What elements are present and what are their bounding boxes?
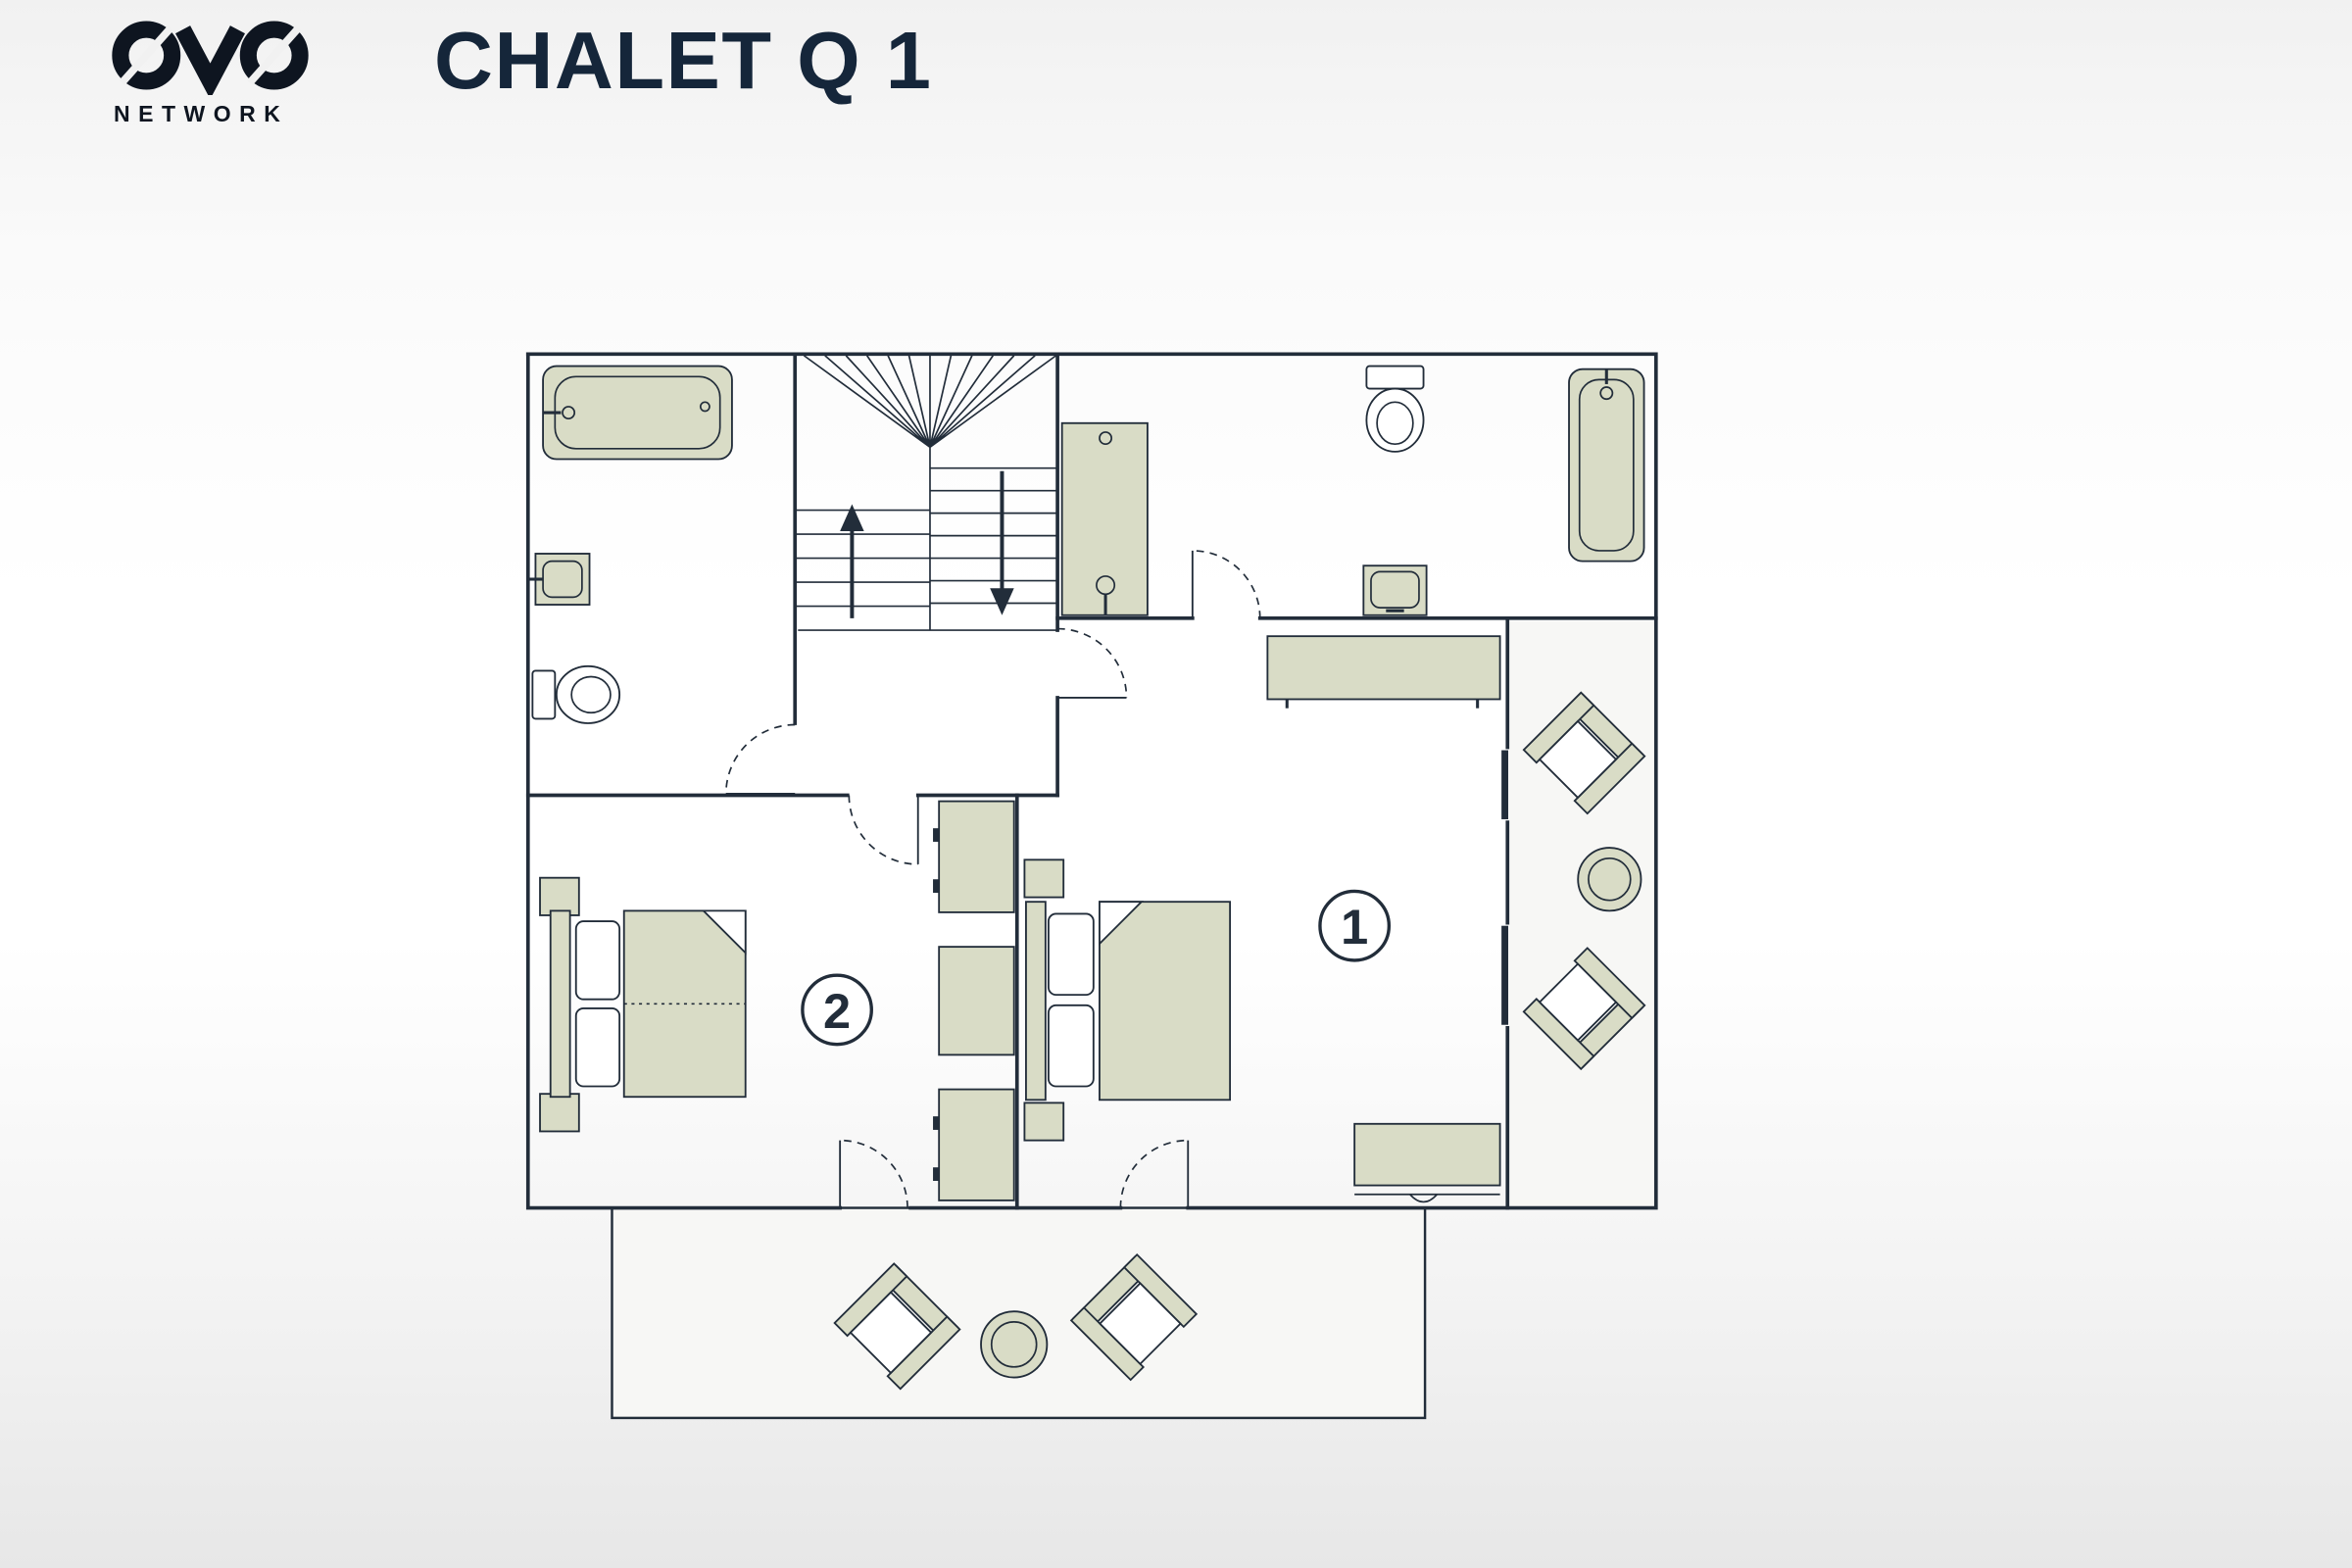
door-arc-icon (1191, 550, 1261, 618)
staircase-icon (795, 355, 1058, 631)
wardrobe-icon (938, 946, 1015, 1056)
wardrobe-icon (933, 800, 1015, 913)
bathtub-icon (542, 365, 733, 461)
lounge-chair-icon (1069, 1252, 1199, 1382)
nightstand-icon (1023, 1102, 1065, 1142)
toilet-icon (1365, 365, 1425, 453)
room-label-1: 1 (1318, 889, 1392, 962)
svg-text:1: 1 (1341, 899, 1368, 955)
washbasin-icon (1362, 564, 1428, 616)
sliding-door-icon (1501, 750, 1509, 819)
door-arc-icon (848, 795, 919, 865)
bathtub-icon (1568, 368, 1645, 563)
lounge-chair-icon (833, 1262, 961, 1391)
ovo-network-logo: NETWORK (110, 16, 335, 127)
door-arc-icon (724, 723, 796, 795)
bench-icon (1353, 1122, 1501, 1203)
nightstand-icon (539, 1093, 580, 1133)
nightstand-icon (539, 876, 580, 916)
page-title: CHALET Q 1 (434, 15, 933, 106)
double-bed-icon (539, 876, 747, 1133)
sliding-door-icon (1501, 925, 1509, 1025)
ovo-logo-icon (112, 21, 309, 95)
sideboard-icon (1266, 635, 1501, 709)
shower-icon (1060, 421, 1149, 616)
round-table-icon (1577, 847, 1642, 912)
round-table-icon (980, 1310, 1049, 1379)
lounge-chair-icon (1522, 691, 1646, 815)
washbasin-icon (527, 553, 591, 606)
door-arc-icon (839, 1139, 908, 1208)
nightstand-icon (1023, 858, 1065, 899)
double-bed-icon (1023, 858, 1232, 1142)
svg-text:2: 2 (823, 983, 851, 1039)
down-arrow-icon (990, 470, 1014, 615)
lounge-chair-icon (1522, 947, 1646, 1071)
walls (525, 352, 1658, 1210)
room-label-2: 2 (801, 973, 873, 1047)
door-arc-icon (1119, 1139, 1190, 1208)
up-arrow-icon (840, 504, 864, 618)
door-arc-icon (1057, 627, 1128, 699)
wardrobe-icon (933, 1088, 1015, 1201)
doors (724, 550, 1261, 1208)
toilet-icon (531, 664, 621, 724)
brand-wordmark: NETWORK (114, 101, 289, 126)
